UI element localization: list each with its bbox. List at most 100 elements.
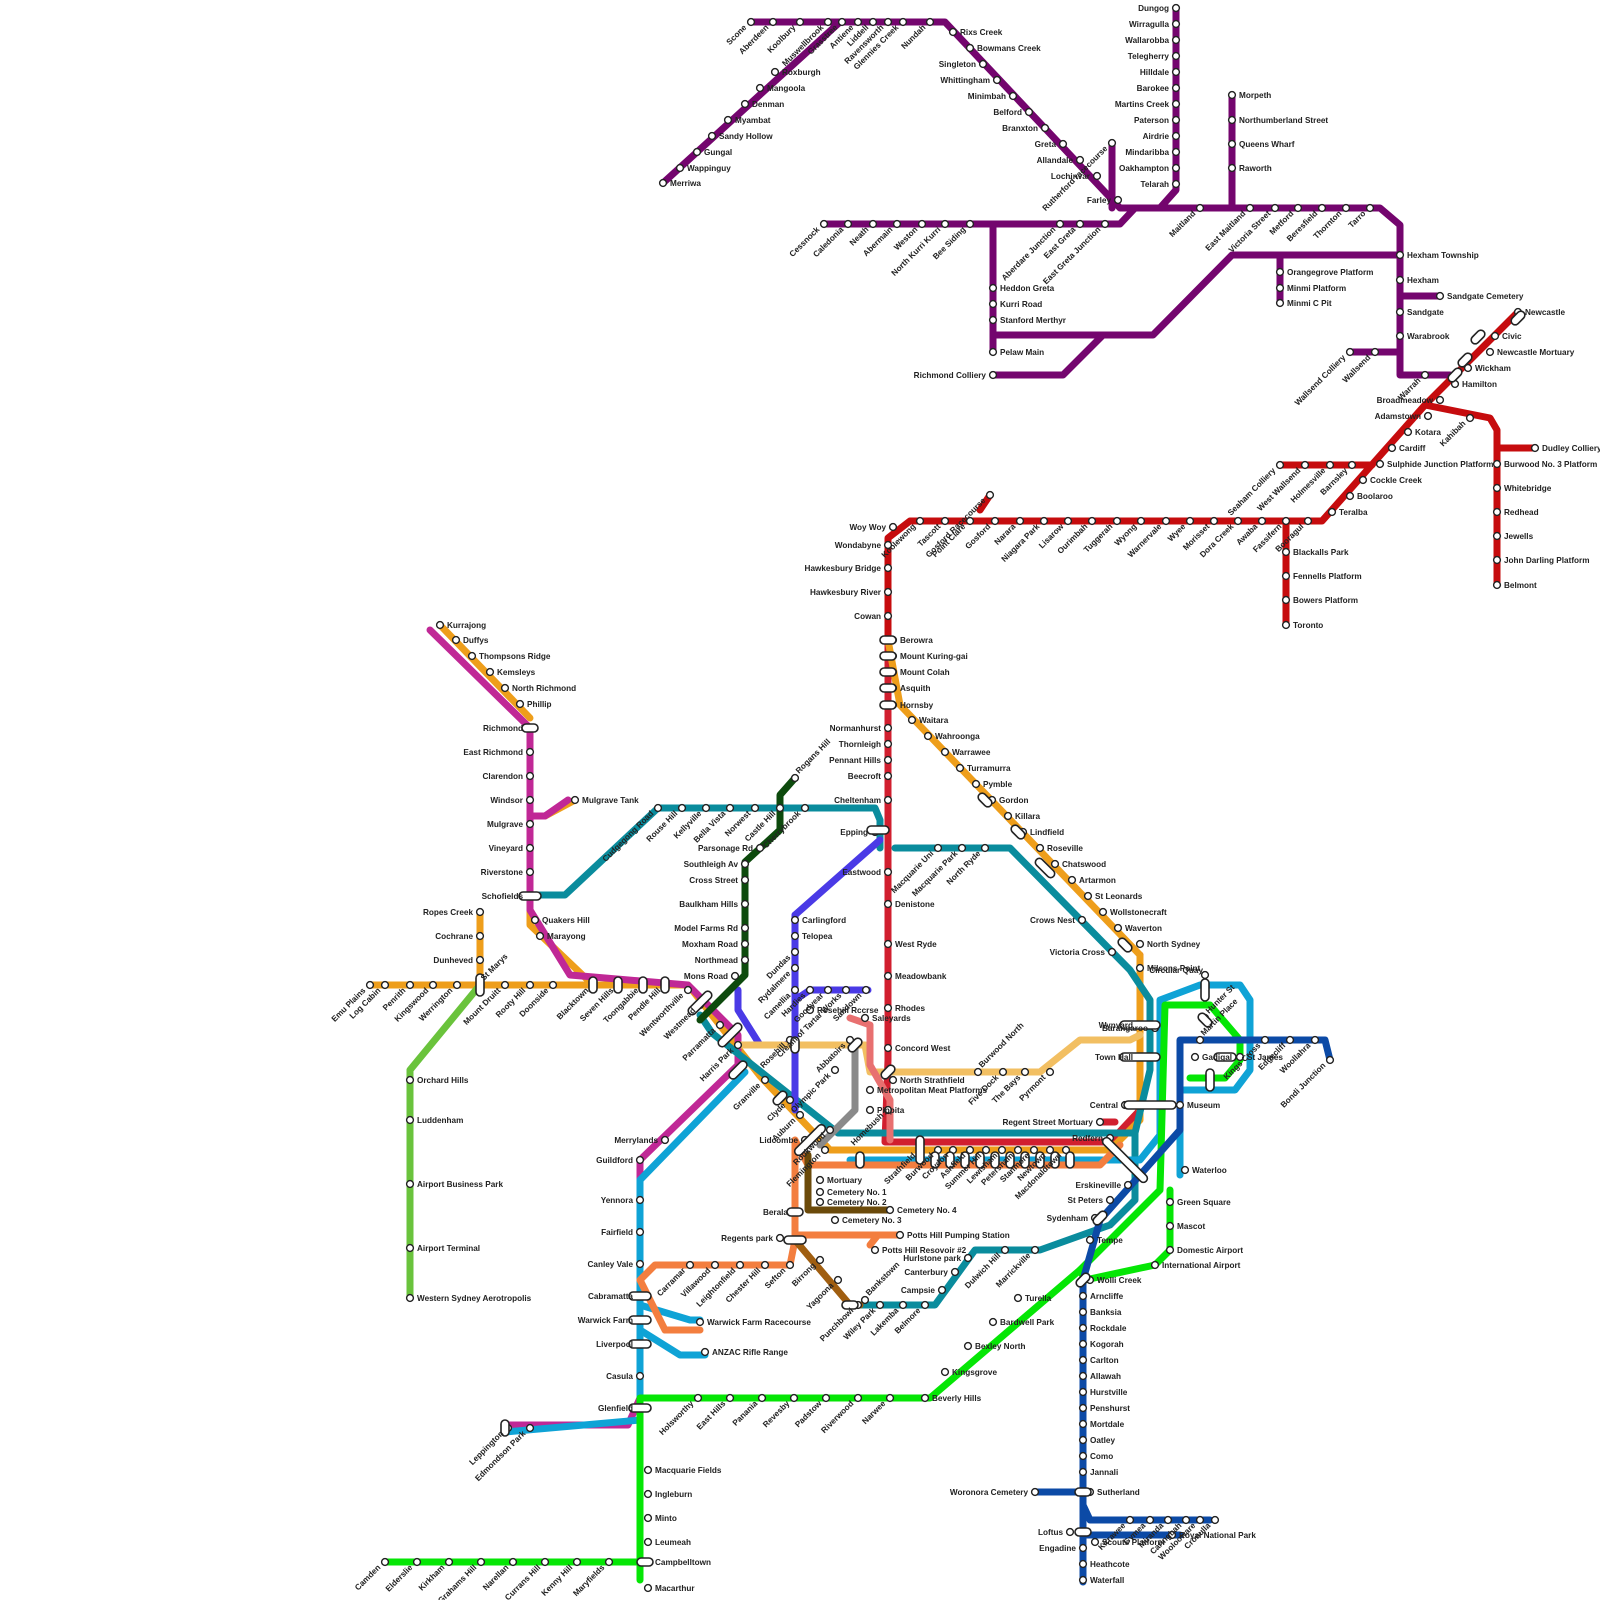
interchange-marker[interactable] <box>1050 1151 1060 1169</box>
station-sulphide-junction-platform[interactable] <box>1375 459 1385 469</box>
station-summer-hill[interactable] <box>981 1145 991 1155</box>
station-wallsend-colliery[interactable] <box>1345 347 1355 357</box>
station-east-greta-junction[interactable] <box>1100 219 1110 229</box>
station-airport-business-park[interactable] <box>405 1179 415 1189</box>
station-emu-plains[interactable] <box>365 980 375 990</box>
station-dora-creek[interactable] <box>1233 516 1243 526</box>
station-koolbury[interactable] <box>795 17 805 27</box>
station-macquarie-uni[interactable] <box>933 843 943 853</box>
station-aberdare-junction[interactable] <box>1055 219 1065 229</box>
station-riverstone[interactable] <box>525 867 535 877</box>
station-windsor[interactable] <box>525 795 535 805</box>
station-st-leonards[interactable] <box>1083 891 1093 901</box>
station-engadine[interactable] <box>1078 1543 1088 1553</box>
station-casula[interactable] <box>635 1371 645 1381</box>
station-minmi-c-pit[interactable] <box>1275 298 1285 308</box>
station-woronora-cemetery[interactable] <box>1030 1487 1040 1497</box>
station-cream-of-tartar-works[interactable] <box>841 985 851 995</box>
station-canterbury[interactable] <box>950 1267 960 1277</box>
station-saleyards[interactable] <box>860 1013 870 1023</box>
station-woollahra[interactable] <box>1310 1035 1320 1045</box>
station-ingleburn[interactable] <box>643 1489 653 1499</box>
station-edmondson-park[interactable] <box>525 1423 535 1433</box>
station-koolewong[interactable] <box>915 516 925 526</box>
station-cochrane[interactable] <box>475 931 485 941</box>
interchange-marker[interactable] <box>879 635 897 645</box>
station-scouts-platform[interactable] <box>1090 1537 1100 1547</box>
station-riverwood[interactable] <box>853 1393 863 1403</box>
station-myambat[interactable] <box>723 115 733 125</box>
station-maryfields[interactable] <box>604 1557 614 1567</box>
interchange-marker[interactable] <box>880 1064 897 1081</box>
interchange-marker[interactable] <box>628 1339 652 1349</box>
station-crows-nest[interactable] <box>1077 915 1087 925</box>
station-dungog[interactable] <box>1171 3 1181 13</box>
station-rooty-hill[interactable] <box>525 980 535 990</box>
station-potts-hill-resovoir-2[interactable] <box>870 1245 880 1255</box>
station-cemetery-no-2[interactable] <box>815 1197 825 1207</box>
station-maitland[interactable] <box>1195 203 1205 213</box>
station-rouse-hill[interactable] <box>677 803 687 813</box>
station-norwest[interactable] <box>750 803 760 813</box>
station-bee-siding[interactable] <box>965 219 975 229</box>
station-kingsgrove[interactable] <box>940 1367 950 1377</box>
station-cemetery-no-1[interactable] <box>815 1187 825 1197</box>
station-elderslie[interactable] <box>412 1557 422 1567</box>
station-aberdeen[interactable] <box>768 17 778 27</box>
station-moxham-road[interactable] <box>740 939 750 949</box>
station-john-darling-platform[interactable] <box>1492 555 1502 565</box>
interchange-marker[interactable] <box>1020 1151 1030 1169</box>
station-northumberland-street[interactable] <box>1227 115 1237 125</box>
station-cockle-creek[interactable] <box>1358 475 1368 485</box>
station-gosford-racecourse[interactable] <box>985 490 995 500</box>
station-redhead[interactable] <box>1492 507 1502 517</box>
station-beresfield[interactable] <box>1317 203 1327 213</box>
station-cross-street[interactable] <box>740 875 750 885</box>
station-ashfield[interactable] <box>965 1145 975 1155</box>
station-wallsend[interactable] <box>1370 347 1380 357</box>
station-grahams-hill[interactable] <box>476 1557 486 1567</box>
station-quakers-hill[interactable] <box>530 915 540 925</box>
interchange-marker[interactable] <box>847 1037 864 1054</box>
station-petersham[interactable] <box>1013 1145 1023 1155</box>
station-eastwood[interactable] <box>883 867 893 877</box>
interchange-marker[interactable] <box>879 667 897 677</box>
station-merrylands[interactable] <box>660 1135 670 1145</box>
interchange-marker[interactable] <box>915 1135 925 1165</box>
station-currans-hill[interactable] <box>540 1557 550 1567</box>
station-metropolitan-meat-platforms[interactable] <box>865 1085 875 1095</box>
station-queens-wharf[interactable] <box>1227 139 1237 149</box>
station-wirragulla[interactable] <box>1171 19 1181 29</box>
station-jannali[interactable] <box>1078 1467 1088 1477</box>
station-west-wallsend[interactable] <box>1300 460 1310 470</box>
station-penshurst[interactable] <box>1078 1403 1088 1413</box>
station-royal-national-park[interactable] <box>1167 1530 1177 1540</box>
station-belmont[interactable] <box>1492 580 1502 590</box>
station-whitebridge[interactable] <box>1492 483 1502 493</box>
station-mascot[interactable] <box>1165 1221 1175 1231</box>
station-rydalmere[interactable] <box>790 963 800 973</box>
station-neath[interactable] <box>868 219 878 229</box>
station-newcastle-mortuary[interactable] <box>1485 347 1495 357</box>
station-cessnock[interactable] <box>819 219 829 229</box>
station-boolaroo[interactable] <box>1345 491 1355 501</box>
interchange-marker[interactable] <box>1035 1151 1045 1169</box>
station-rhodes[interactable] <box>883 1003 893 1013</box>
station-arncliffe[interactable] <box>1078 1291 1088 1301</box>
station-branxton[interactable] <box>1040 123 1050 133</box>
station-international-airport[interactable] <box>1150 1260 1160 1270</box>
station-niagara-park[interactable] <box>1039 516 1049 526</box>
interchange-marker[interactable] <box>1119 1052 1161 1062</box>
station-north-strathfield[interactable] <box>888 1075 898 1085</box>
station-muswellbrook[interactable] <box>823 17 833 27</box>
station-tascott[interactable] <box>940 516 950 526</box>
interchange-marker[interactable] <box>1034 857 1057 880</box>
station-tempe[interactable] <box>1085 1235 1095 1245</box>
station-turramurra[interactable] <box>955 763 965 773</box>
station-regents-park[interactable] <box>775 1233 785 1243</box>
interchange-marker[interactable] <box>475 973 485 997</box>
station-barokee[interactable] <box>1171 83 1181 93</box>
station-hurlstone-park[interactable] <box>963 1253 973 1263</box>
interchange-marker[interactable] <box>518 891 542 901</box>
station-turella[interactable] <box>1013 1293 1023 1303</box>
